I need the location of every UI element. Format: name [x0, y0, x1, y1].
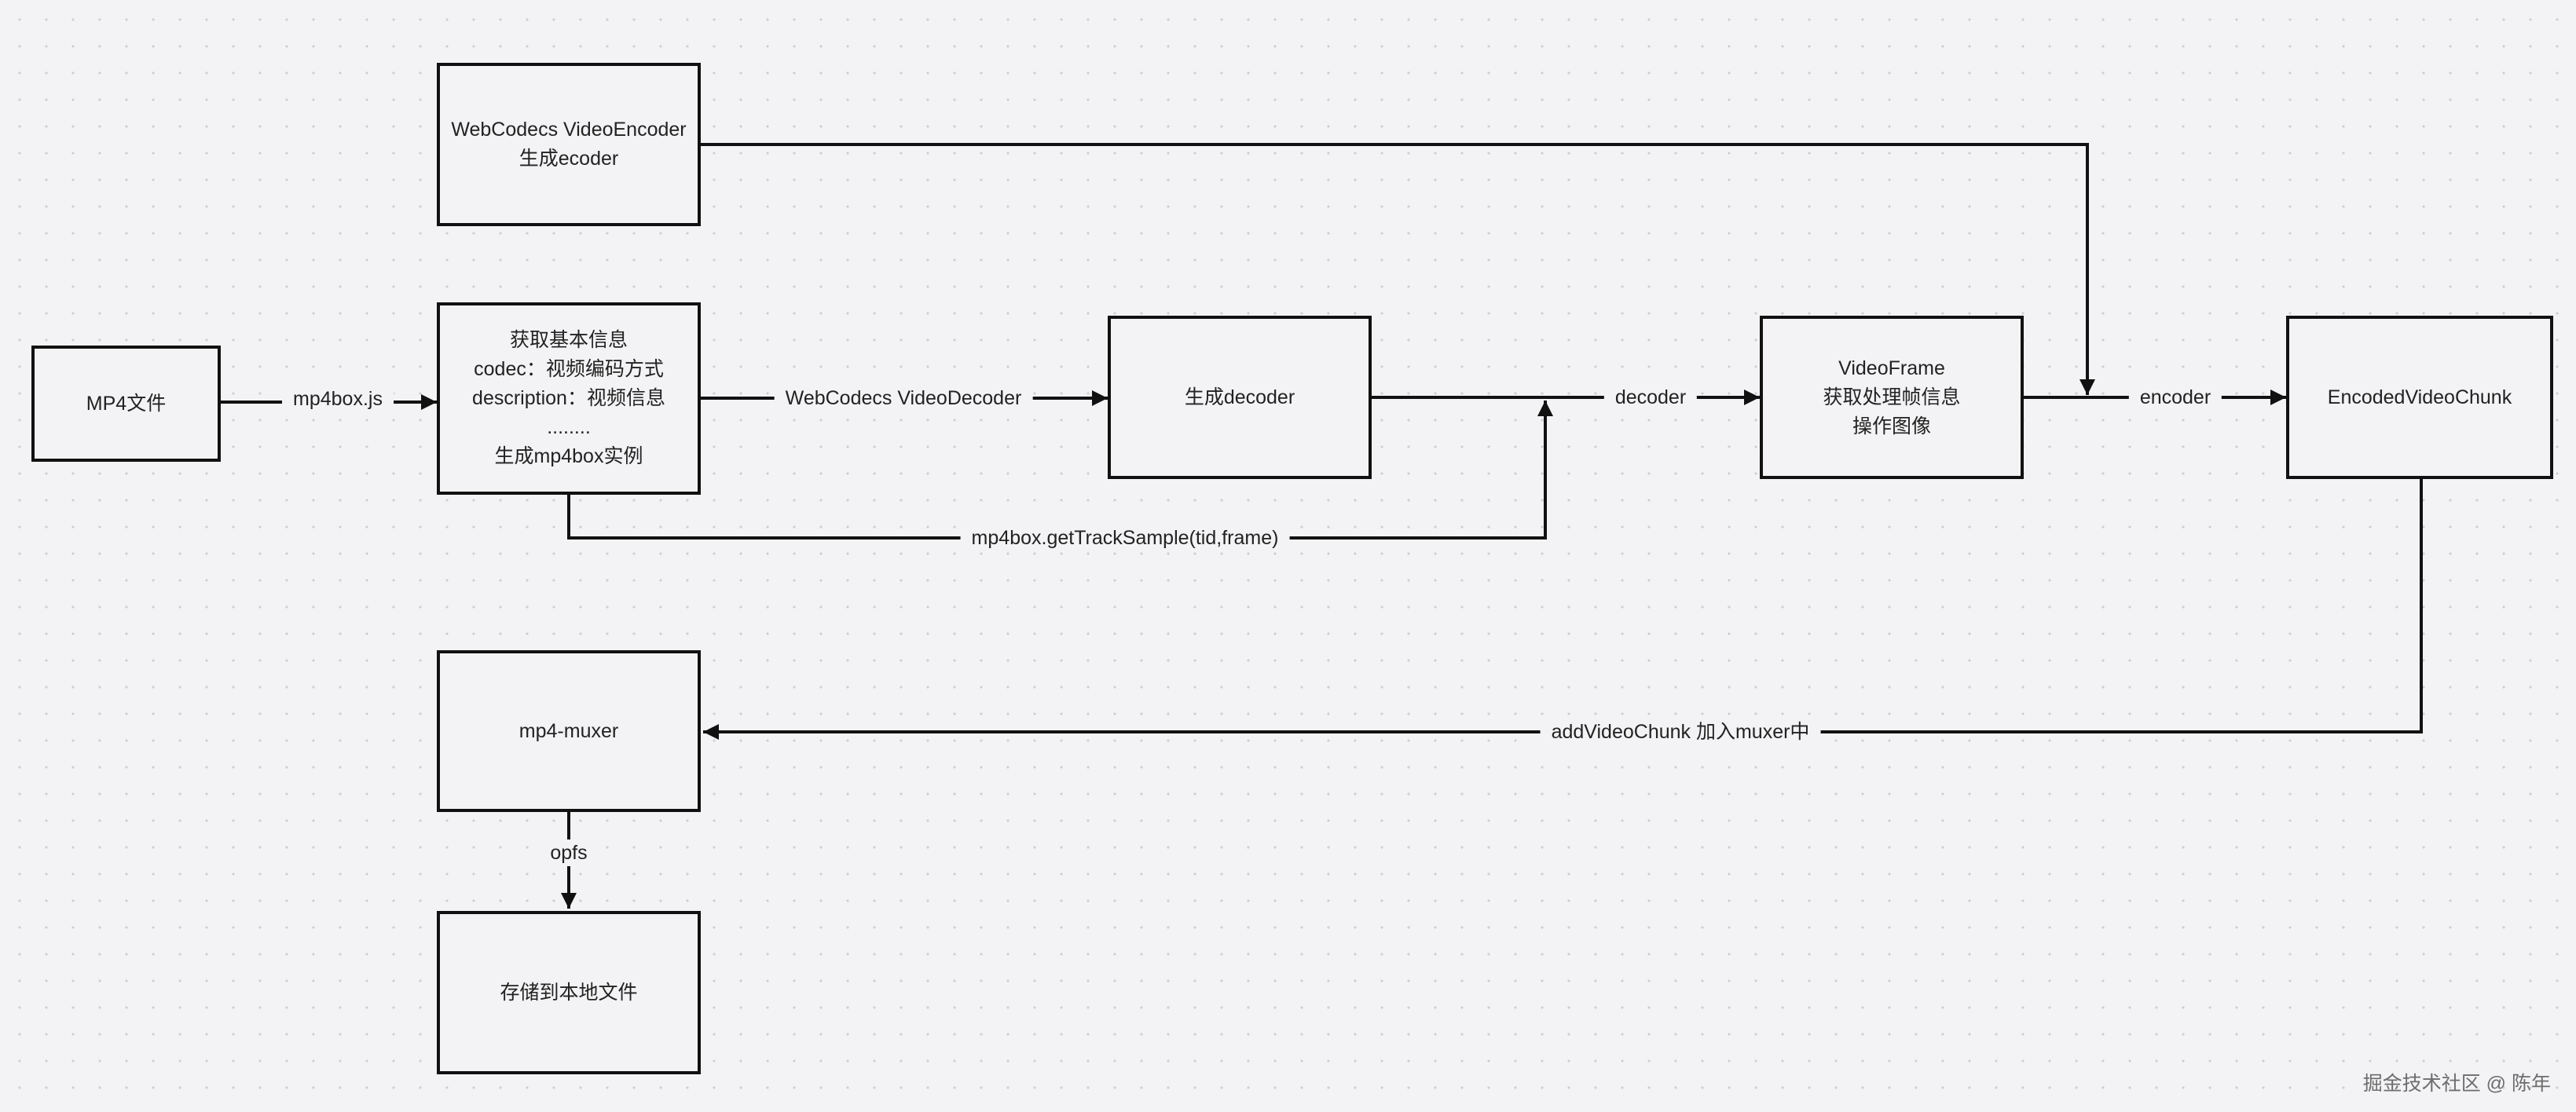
- node-video-frame-label: VideoFrame 获取处理帧信息 操作图像: [1823, 357, 1961, 437]
- node-save-local-label: 存储到本地文件: [500, 981, 638, 1004]
- edge-label-webcodecs-decoder: WebCodecs VideoDecoder: [774, 385, 1033, 412]
- node-mp4box-info[interactable]: 获取基本信息 codec：视频编码方式 description：视频信息 ...…: [437, 302, 701, 495]
- node-webcodecs-encoder-label: WebCodecs VideoEncoder 生成ecoder: [451, 119, 687, 170]
- edge-label-add-video-chunk: addVideoChunk 加入muxer中: [1540, 719, 1821, 745]
- edge-chunk-to-muxer: [703, 479, 2423, 740]
- watermark: 掘金技术社区 @ 陈年: [2362, 1073, 2551, 1095]
- node-decoder-gen[interactable]: 生成decoder: [1108, 316, 1372, 479]
- node-mp4box-info-label: 获取基本信息 codec：视频编码方式 description：视频信息 ...…: [472, 329, 665, 467]
- node-video-frame[interactable]: VideoFrame 获取处理帧信息 操作图像: [1760, 316, 2024, 479]
- node-mp4-muxer[interactable]: mp4-muxer: [437, 650, 701, 812]
- edge-gettracksample: [567, 401, 1553, 540]
- node-encoded-video-chunk[interactable]: EncodedVideoChunk: [2286, 316, 2553, 479]
- node-mp4-file-label: MP4文件: [86, 392, 167, 415]
- edge-label-decoder: decoder: [1603, 384, 1698, 411]
- edge-label-mp4box-js: mp4box.js: [282, 386, 394, 412]
- node-encoded-video-chunk-label: EncodedVideoChunk: [2327, 386, 2512, 408]
- node-mp4-file[interactable]: MP4文件: [31, 346, 221, 462]
- edge-label-opfs: opfs: [539, 839, 599, 866]
- node-save-local[interactable]: 存储到本地文件: [437, 911, 701, 1074]
- edge-label-get-track-sample: mp4box.getTrackSample(tid,frame): [960, 525, 1290, 551]
- node-webcodecs-encoder[interactable]: WebCodecs VideoEncoder 生成ecoder: [437, 63, 701, 226]
- node-decoder-gen-label: 生成decoder: [1184, 386, 1295, 408]
- edge-label-encoder: encoder: [2128, 384, 2222, 411]
- edge-encoder-setup-merge: [701, 143, 2095, 395]
- node-mp4-muxer-label: mp4-muxer: [518, 719, 619, 742]
